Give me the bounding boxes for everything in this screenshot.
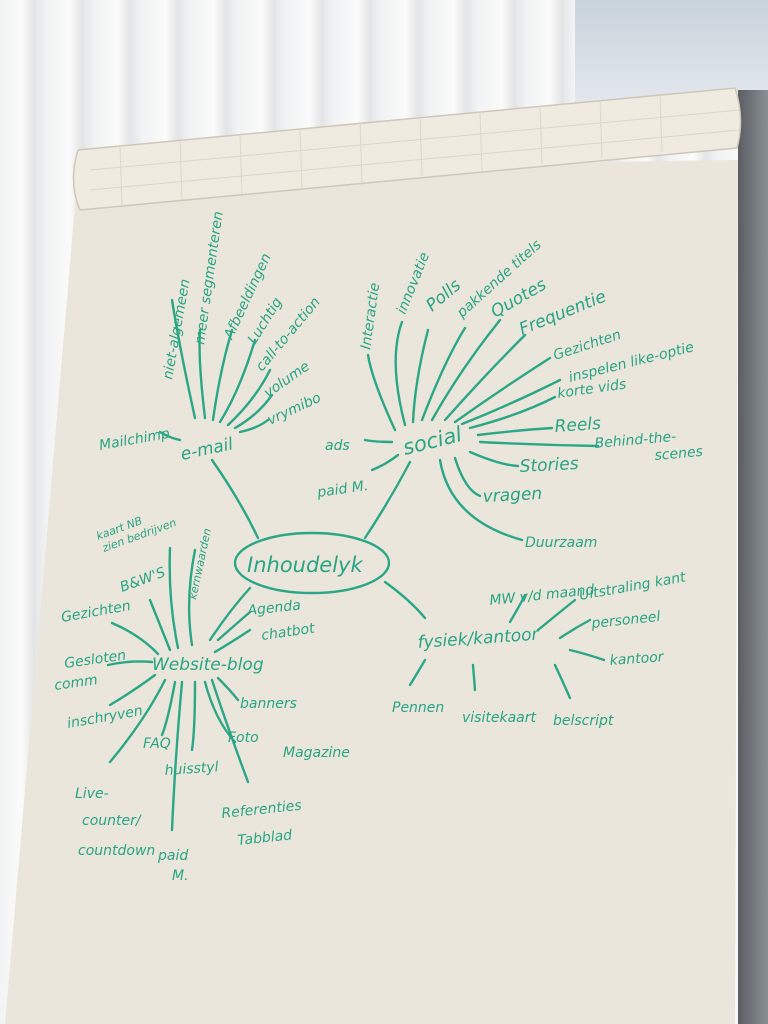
social-branch: Stories [519, 454, 579, 477]
website-branch: countdown [78, 843, 155, 859]
mindmap-lines [106, 298, 606, 832]
website-branch: comm [53, 672, 98, 694]
fysiek-branch: kantoor [609, 649, 665, 669]
center-oval [233, 531, 391, 595]
website-branch: paid [157, 848, 188, 864]
center-label: Inhoudelyk [247, 553, 363, 577]
website-branch: banners [240, 696, 297, 712]
social-paid: paid M. [315, 478, 369, 501]
website-branch: M. [172, 868, 189, 884]
fysiek-branch: Pennen [392, 700, 444, 716]
social-branch: Duurzaam [525, 535, 597, 551]
paper-roll [72, 87, 742, 211]
website-branch: Tabblad [237, 827, 293, 849]
social-branch: Behind-the- [594, 429, 677, 452]
window-frame [738, 90, 768, 1024]
website-hub: Website-blog [152, 655, 264, 675]
fysiek-branch: visitekaart [462, 710, 536, 726]
social-branch: vragen [482, 484, 542, 507]
social-ads: ads [325, 438, 350, 454]
website-branch: huisstyl [164, 759, 219, 779]
website-branch: Agenda [246, 597, 302, 619]
flipchart-paper [5, 160, 738, 1024]
website-branch: chatbot [260, 621, 316, 644]
fysiek-branch: personeel [590, 609, 662, 632]
website-branch: Magazine [283, 745, 350, 761]
social-branch: scenes [654, 444, 704, 464]
social-branch: Reels [554, 414, 602, 437]
website-branch: Live- [75, 786, 109, 802]
fysiek-branch: belscript [553, 713, 614, 729]
website-branch: Foto [228, 730, 259, 746]
website-branch: counter/ [82, 813, 142, 829]
website-branch: FAQ [143, 736, 171, 752]
